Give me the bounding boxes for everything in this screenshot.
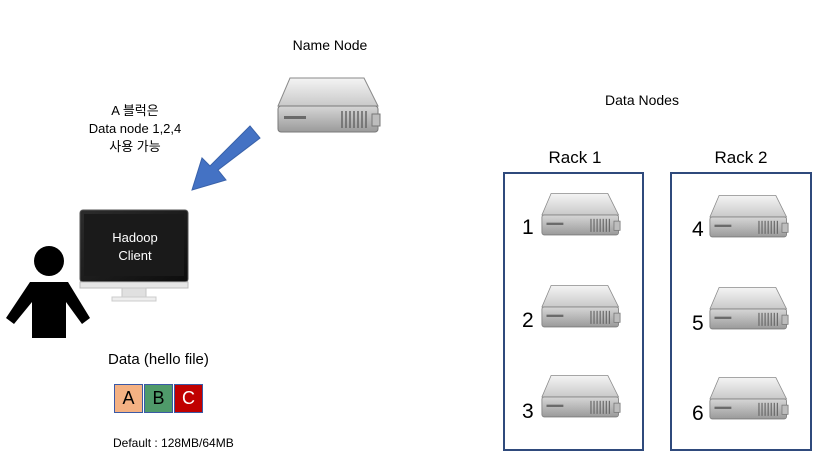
data-node-server-icon bbox=[709, 195, 789, 238]
data-file-label: Data (hello file) bbox=[108, 351, 209, 368]
client-label-line: Client bbox=[118, 248, 152, 263]
data-node-server-icon bbox=[541, 375, 621, 418]
node-number: 2 bbox=[522, 309, 534, 332]
data-node-server-icon bbox=[709, 377, 789, 420]
arrow-icon bbox=[191, 125, 261, 191]
data-node-server-icon bbox=[541, 193, 621, 236]
block-location-annotation: A 블럭은 Data node 1,2,4 사용 가능 bbox=[70, 102, 200, 156]
annotation-line: Data node 1,2,4 bbox=[88, 121, 182, 136]
data-node-server-icon bbox=[709, 287, 789, 330]
node-number: 5 bbox=[692, 312, 704, 335]
rack-2 bbox=[670, 172, 812, 451]
client-label-line: Hadoop bbox=[112, 230, 158, 245]
user-icon bbox=[6, 246, 90, 338]
data-blocks: A B C bbox=[114, 384, 204, 414]
data-block-c: C bbox=[174, 384, 203, 413]
default-block-size: Default : 128MB/64MB bbox=[113, 436, 234, 450]
node-number: 4 bbox=[692, 218, 704, 241]
node-number: 3 bbox=[522, 400, 534, 423]
data-nodes-label: Data Nodes bbox=[605, 92, 679, 108]
annotation-line: 사용 가능 bbox=[109, 139, 161, 154]
name-node-label: Name Node bbox=[292, 37, 368, 53]
rack-1 bbox=[503, 172, 644, 451]
rack-1-title: Rack 1 bbox=[548, 148, 602, 167]
data-block-a: A bbox=[114, 384, 143, 413]
node-number: 6 bbox=[692, 402, 704, 425]
annotation-line: A 블럭은 bbox=[111, 103, 159, 118]
monitor-icon bbox=[79, 209, 189, 302]
data-node-server-icon bbox=[541, 285, 621, 328]
hadoop-client-label: Hadoop Client bbox=[90, 229, 180, 265]
node-number: 1 bbox=[522, 216, 534, 239]
data-block-b: B bbox=[144, 384, 173, 413]
rack-2-title: Rack 2 bbox=[714, 148, 768, 167]
name-node-server-icon bbox=[277, 77, 381, 133]
